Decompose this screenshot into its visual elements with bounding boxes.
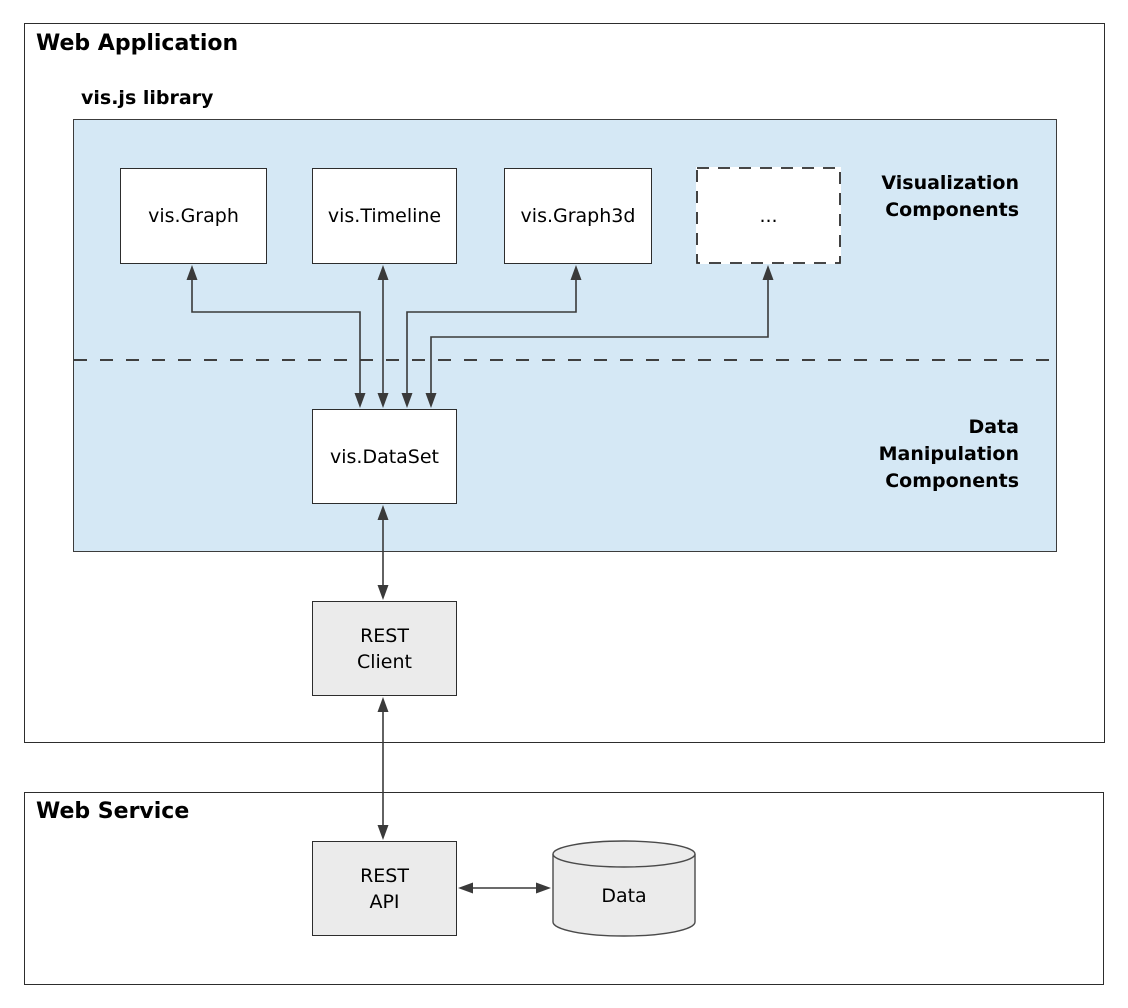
vis-library-title: vis.js library (81, 87, 214, 109)
rest-api-label: REST (360, 864, 409, 887)
data-store-cylinder: Data (552, 840, 696, 937)
vis-timeline-label: vis.Timeline (327, 205, 442, 227)
zone-label-data-manipulation: Data Manipulation Components (878, 416, 1019, 492)
rest-client-box: REST Client (312, 601, 457, 696)
vis-graph-label: vis.Graph (148, 205, 239, 227)
rest-api-box: REST API (312, 841, 457, 936)
rest-client-label: REST (360, 624, 409, 647)
rest-api-label: API (369, 890, 400, 913)
more-components-box: ... (696, 167, 841, 264)
vis-graph-box: vis.Graph (120, 168, 267, 264)
data-store-label: Data (601, 884, 647, 907)
zone-label-visualization: Visualization Components (881, 172, 1019, 221)
rest-client-label: Client (356, 650, 412, 673)
vis-dataset-label: vis.DataSet (329, 445, 440, 468)
more-components-label: ... (759, 204, 778, 227)
vis-graph3d-box: vis.Graph3d (504, 168, 652, 264)
library-zones-dashed-divider (74, 359, 1056, 361)
vis-dataset-box: vis.DataSet (312, 409, 457, 504)
vis-graph3d-label: vis.Graph3d (520, 205, 636, 227)
vis-timeline-box: vis.Timeline (312, 168, 457, 264)
web-application-title: Web Application (36, 31, 239, 56)
web-service-title: Web Service (36, 799, 190, 824)
